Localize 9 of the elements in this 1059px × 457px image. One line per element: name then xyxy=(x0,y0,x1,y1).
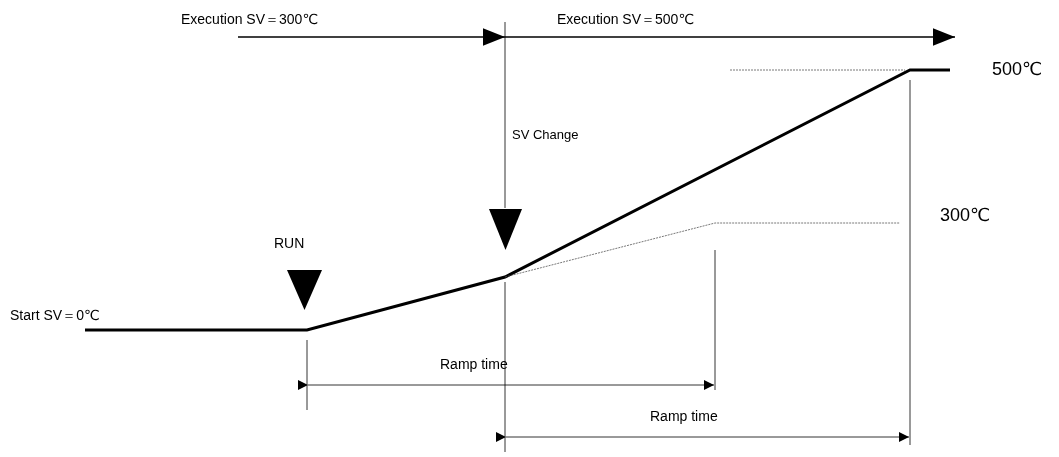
text-label: Ramp time xyxy=(440,357,508,371)
text-label: Ramp time xyxy=(650,409,718,423)
text-label: 300℃ xyxy=(940,206,991,224)
text-label: Start SV＝0℃ xyxy=(10,308,100,322)
text-label: Execution SV＝300℃ xyxy=(181,12,319,26)
text-label: SV Change xyxy=(512,128,579,141)
text-label: Execution SV＝500℃ xyxy=(557,12,695,26)
text-label: RUN xyxy=(274,236,305,250)
text-label: 500℃ xyxy=(992,60,1043,78)
